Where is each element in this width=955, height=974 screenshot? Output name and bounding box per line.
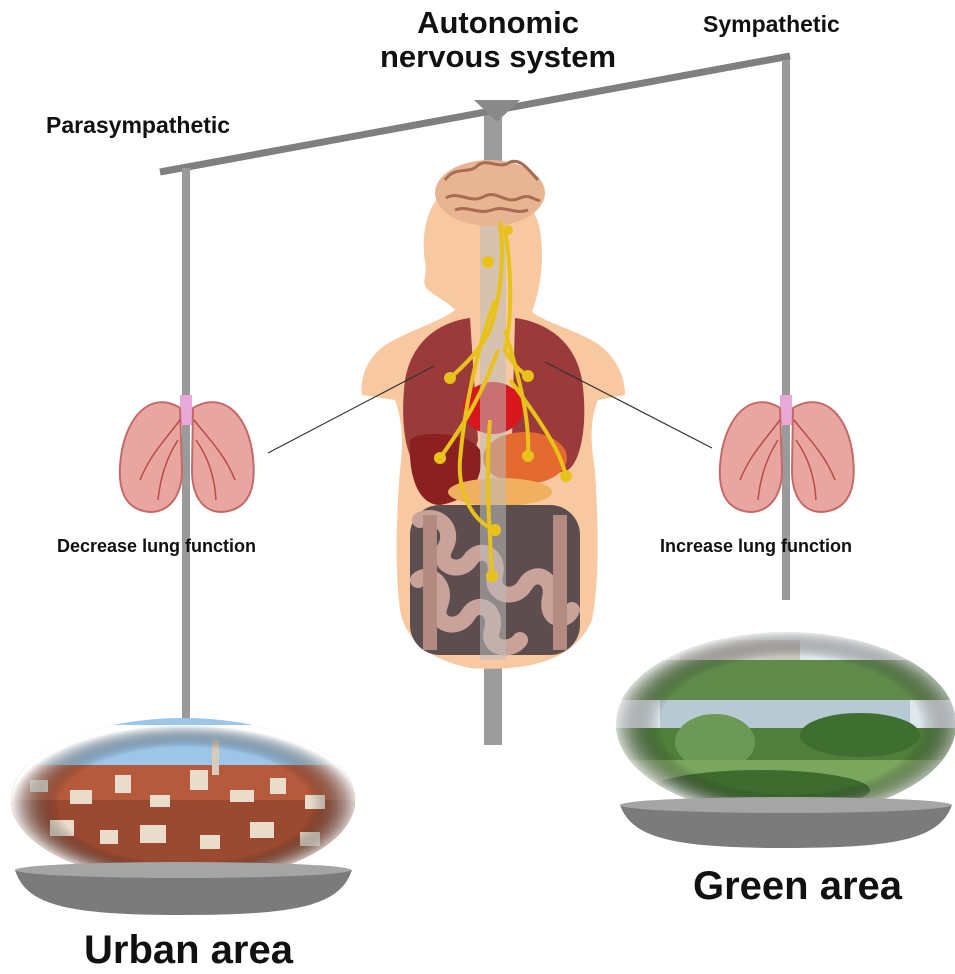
label-green-area: Green area bbox=[693, 864, 902, 908]
label-urban-area: Urban area bbox=[84, 928, 293, 972]
label-increase-lung-function: Increase lung function bbox=[660, 537, 852, 557]
diagram-title: Autonomic nervous system bbox=[380, 6, 616, 74]
label-decrease-lung-function: Decrease lung function bbox=[57, 537, 256, 557]
city-photo bbox=[10, 715, 360, 915]
park-photo bbox=[610, 630, 955, 848]
title-line-1: Autonomic bbox=[380, 6, 616, 40]
human-body-illustration bbox=[362, 160, 625, 669]
brain-icon bbox=[435, 160, 545, 226]
label-sympathetic: Sympathetic bbox=[703, 12, 840, 37]
label-parasympathetic: Parasympathetic bbox=[46, 113, 230, 138]
title-line-2: nervous system bbox=[380, 40, 616, 74]
